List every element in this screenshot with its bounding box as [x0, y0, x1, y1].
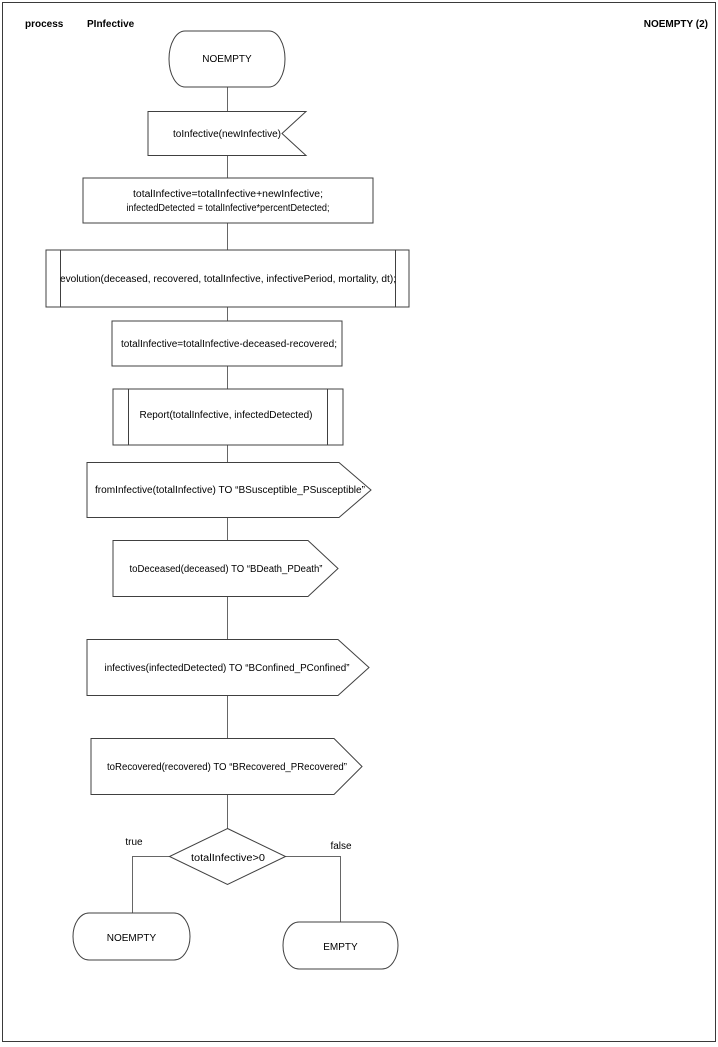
output-recovered-label: toRecovered(recovered) TO “BRecovered_PR…: [107, 762, 347, 773]
branch-true-connector: [132, 856, 170, 913]
branch-false-connector: [285, 856, 341, 922]
input-signal-label: toInfective(newInfective): [173, 129, 281, 140]
start-state-label: NOEMPTY: [202, 54, 252, 65]
header-state-reference: NOEMPTY (2): [644, 19, 708, 30]
output-susceptible-shape[interactable]: [86, 462, 372, 518]
decision-shape[interactable]: [168, 827, 287, 886]
output-death-label: toDeceased(deceased) TO “BDeath_PDeath”: [130, 564, 323, 575]
next-state-true-label: NOEMPTY: [107, 933, 157, 944]
procedure-evolution-shape[interactable]: [45, 249, 410, 308]
next-state-false-label: EMPTY: [323, 942, 358, 953]
header-process-name: PInfective: [87, 19, 135, 30]
task-update-shape[interactable]: [82, 177, 374, 224]
branch-false-label: false: [330, 841, 352, 852]
start-state-shape[interactable]: [168, 30, 286, 88]
task-decrement-label: totalInfective=totalInfective-deceased-r…: [121, 339, 337, 350]
output-confined-shape[interactable]: [86, 639, 370, 696]
output-susceptible-label: fromInfective(totalInfective) TO “BSusce…: [95, 485, 365, 496]
procedure-report-label: Report(totalInfective, infectedDetected): [140, 410, 313, 421]
task-update-line1: totalInfective=totalInfective+newInfecti…: [133, 189, 323, 200]
output-death-shape[interactable]: [112, 540, 339, 597]
decision-label: totalInfective>0: [191, 853, 265, 864]
procedure-evolution-label: evolution(deceased, recovered, totalInfe…: [60, 274, 396, 285]
branch-true-label: true: [125, 837, 143, 848]
header-kind-label: process: [25, 19, 64, 30]
output-recovered-shape[interactable]: [90, 738, 363, 795]
next-state-false-shape[interactable]: [282, 921, 399, 970]
input-signal-shape[interactable]: [147, 111, 308, 156]
procedure-report-shape[interactable]: [112, 388, 344, 446]
output-confined-label: infectives(infectedDetected) TO “BConfin…: [105, 663, 350, 674]
task-update-line2: infectedDetected = totalInfective*percen…: [127, 203, 330, 214]
next-state-true-shape[interactable]: [72, 912, 191, 961]
task-decrement-shape[interactable]: [111, 320, 343, 367]
